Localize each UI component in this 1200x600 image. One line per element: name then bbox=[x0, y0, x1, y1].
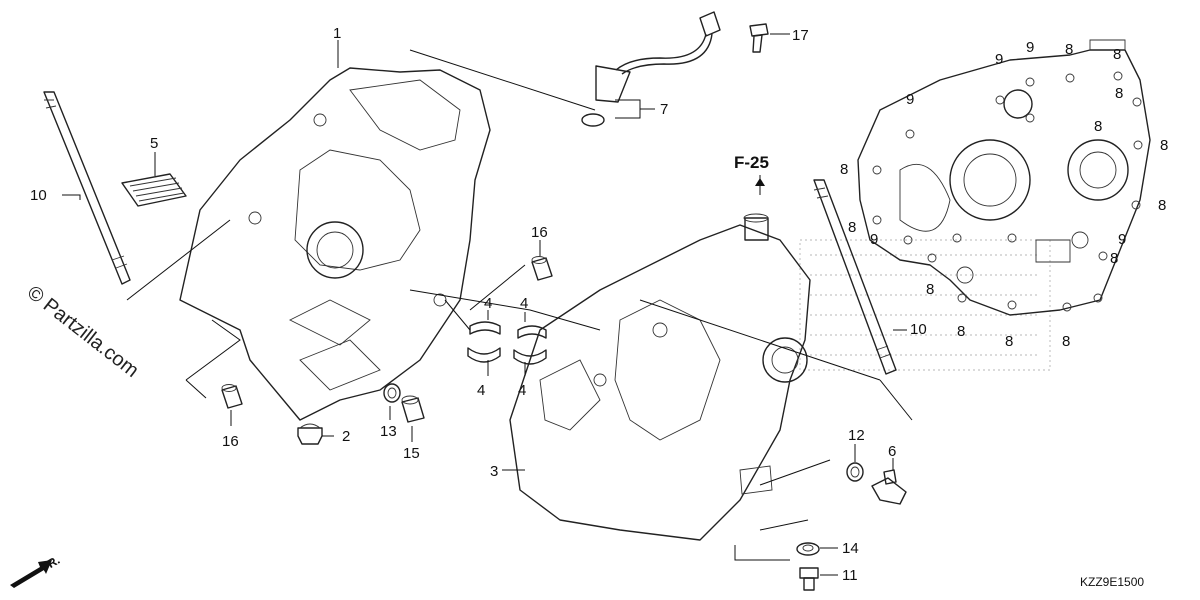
callout-8d: 8 bbox=[840, 161, 848, 178]
callout-8j: 8 bbox=[1005, 333, 1013, 350]
callout-8f: 8 bbox=[848, 219, 856, 236]
callout-12: 12 bbox=[848, 427, 865, 444]
bolt-17 bbox=[749, 23, 769, 53]
callout-7: 7 bbox=[660, 101, 668, 118]
speed-sensor bbox=[581, 11, 721, 127]
stud-bolt-right bbox=[813, 179, 897, 375]
callout-10a: 10 bbox=[30, 187, 47, 204]
callout-8l: 8 bbox=[1094, 118, 1102, 135]
callout-8c: 8 bbox=[1160, 137, 1168, 154]
diagram-code: KZZ9E1500 bbox=[1080, 575, 1144, 589]
callout-2: 2 bbox=[342, 428, 350, 445]
callout-8h: 8 bbox=[926, 281, 934, 298]
callout-11: 11 bbox=[842, 567, 858, 584]
callout-1: 1 bbox=[333, 25, 341, 42]
dowel-pin-15 bbox=[401, 395, 425, 423]
callout-9a: 9 bbox=[995, 51, 1003, 68]
oil-strainer-screen bbox=[121, 173, 187, 207]
callout-3: 3 bbox=[490, 463, 498, 480]
left-crankcase bbox=[179, 67, 491, 421]
reference-label: F-25 bbox=[734, 153, 769, 172]
leader-lines bbox=[62, 33, 913, 576]
callout-17: 17 bbox=[792, 27, 809, 44]
stud-bolt-left bbox=[43, 91, 131, 285]
washer-14 bbox=[796, 542, 820, 556]
dowel-pin-16-upper bbox=[531, 256, 553, 281]
callout-8a: 8 bbox=[1065, 41, 1073, 58]
callout-4b: 4 bbox=[477, 382, 485, 399]
callout-9e: 9 bbox=[1118, 231, 1126, 248]
crankcase-bolt-pattern bbox=[857, 39, 1151, 316]
callout-8k: 8 bbox=[1062, 333, 1070, 350]
right-crankcase bbox=[509, 213, 811, 541]
callout-8i: 8 bbox=[957, 323, 965, 340]
callout-14: 14 bbox=[842, 540, 859, 557]
callouts: 1 2 3 4 4 4 4 5 6 7 8 8 8 8 8 8 8 8 8 8 … bbox=[30, 25, 1168, 584]
callout-13: 13 bbox=[380, 423, 397, 440]
crank-bearings bbox=[467, 321, 547, 365]
callout-6: 6 bbox=[888, 443, 896, 460]
callout-9b: 9 bbox=[1026, 39, 1034, 56]
reference-f25: F-25 bbox=[734, 153, 769, 195]
callout-8g: 8 bbox=[1110, 250, 1118, 267]
callout-9c: 9 bbox=[906, 91, 914, 108]
callout-4a: 4 bbox=[484, 295, 492, 312]
callout-4d: 4 bbox=[518, 382, 526, 399]
callout-9d: 9 bbox=[870, 231, 878, 248]
callout-8m: 8 bbox=[1115, 85, 1123, 102]
front-arrow: FR. bbox=[10, 553, 62, 588]
callout-5: 5 bbox=[150, 135, 158, 152]
callout-16b: 16 bbox=[531, 224, 548, 241]
drain-bolt bbox=[297, 423, 323, 445]
callout-8b: 8 bbox=[1113, 46, 1121, 63]
callout-16a: 16 bbox=[222, 433, 239, 450]
sealing-washer-12 bbox=[846, 462, 864, 482]
bolt-11 bbox=[799, 567, 819, 591]
watermark: © Partzilla.com bbox=[23, 282, 143, 382]
sealing-washer-13 bbox=[383, 383, 401, 403]
background-hatch bbox=[799, 239, 1051, 371]
callout-8e: 8 bbox=[1158, 197, 1166, 214]
neutral-switch-6 bbox=[871, 469, 907, 505]
callout-10b: 10 bbox=[910, 321, 927, 338]
front-label: FR. bbox=[39, 553, 63, 575]
callout-4c: 4 bbox=[520, 295, 528, 312]
dowel-pin-16-left bbox=[221, 384, 243, 409]
callout-15: 15 bbox=[403, 445, 420, 462]
